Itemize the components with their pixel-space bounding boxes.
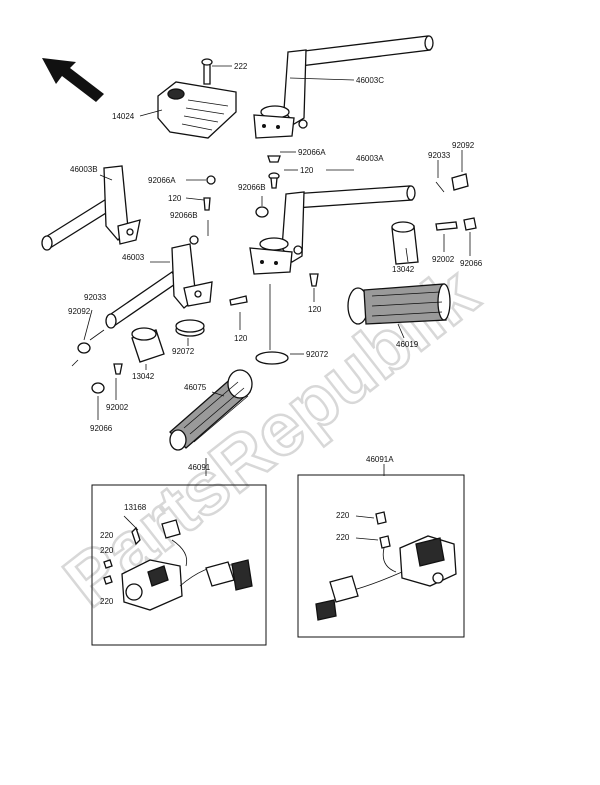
switch-box-46091: [91, 484, 267, 646]
handlebar-46003: [105, 243, 213, 329]
label-46003b: 46003B: [70, 165, 98, 174]
left-switch-housing-46091: [103, 515, 253, 611]
label-92066a-right: 92066A: [298, 148, 326, 157]
label-46091: 46091: [188, 463, 211, 472]
small-parts-right: [255, 155, 477, 365]
label-92033-left: 92033: [84, 293, 107, 302]
label-220-c: 220: [100, 597, 114, 606]
label-222: 222: [234, 62, 248, 71]
label-220-d: 220: [336, 511, 350, 520]
label-220-b: 220: [100, 546, 114, 555]
label-46003a: 46003A: [356, 154, 384, 163]
label-92092-left: 92092: [68, 307, 91, 316]
label-220-e: 220: [336, 533, 350, 542]
label-46091a: 46091A: [366, 455, 394, 464]
part-labels: 222 46003C 14024 46003B 92066A 120 92066…: [68, 62, 483, 606]
label-92066a-left: 92066A: [148, 176, 176, 185]
label-46003: 46003: [122, 253, 145, 262]
label-92066-left: 92066: [90, 424, 113, 433]
label-120-left-bottom: 120: [234, 334, 248, 343]
label-92066b-right: 92066B: [238, 183, 266, 192]
label-13042-right: 13042: [392, 265, 415, 274]
label-92072-right: 92072: [306, 350, 329, 359]
label-92066-right: 92066: [460, 259, 483, 268]
label-46019: 46019: [396, 340, 419, 349]
label-220-a: 220: [100, 531, 114, 540]
label-92033-right: 92033: [428, 151, 451, 160]
label-120-right-top: 120: [300, 166, 314, 175]
label-120-left-top: 120: [168, 194, 182, 203]
label-46075: 46075: [184, 383, 207, 392]
label-92066b-left: 92066B: [170, 211, 198, 220]
switch-box-46091a: [297, 474, 465, 638]
label-92092-right: 92092: [452, 141, 475, 150]
label-46003c: 46003C: [356, 76, 384, 85]
right-switch-housing-46091a: [315, 511, 457, 621]
bar-end-weight-13042-left: [131, 327, 165, 363]
throttle-grip-46019: [347, 283, 451, 325]
clamp-ring-92072-left: [175, 319, 205, 337]
small-parts-left: [71, 175, 248, 394]
label-92002-right: 92002: [432, 255, 455, 264]
front-arrow-icon: [42, 58, 104, 102]
handlebar-46003c: [253, 35, 434, 139]
grip-46075: [169, 369, 253, 451]
top-cover-14024: [157, 58, 237, 139]
leader-lines: [83, 65, 471, 476]
label-92072-left: 92072: [172, 347, 195, 356]
handlebar-46003b: [41, 165, 141, 251]
handlebar-46003a: [249, 185, 416, 275]
label-92002-left: 92002: [106, 403, 129, 412]
bar-end-weight-13042-right: [391, 221, 419, 265]
label-13042-left: 13042: [132, 372, 155, 381]
label-120-right-bottom: 120: [308, 305, 322, 314]
label-13168: 13168: [124, 503, 147, 512]
label-14024: 14024: [112, 112, 135, 121]
